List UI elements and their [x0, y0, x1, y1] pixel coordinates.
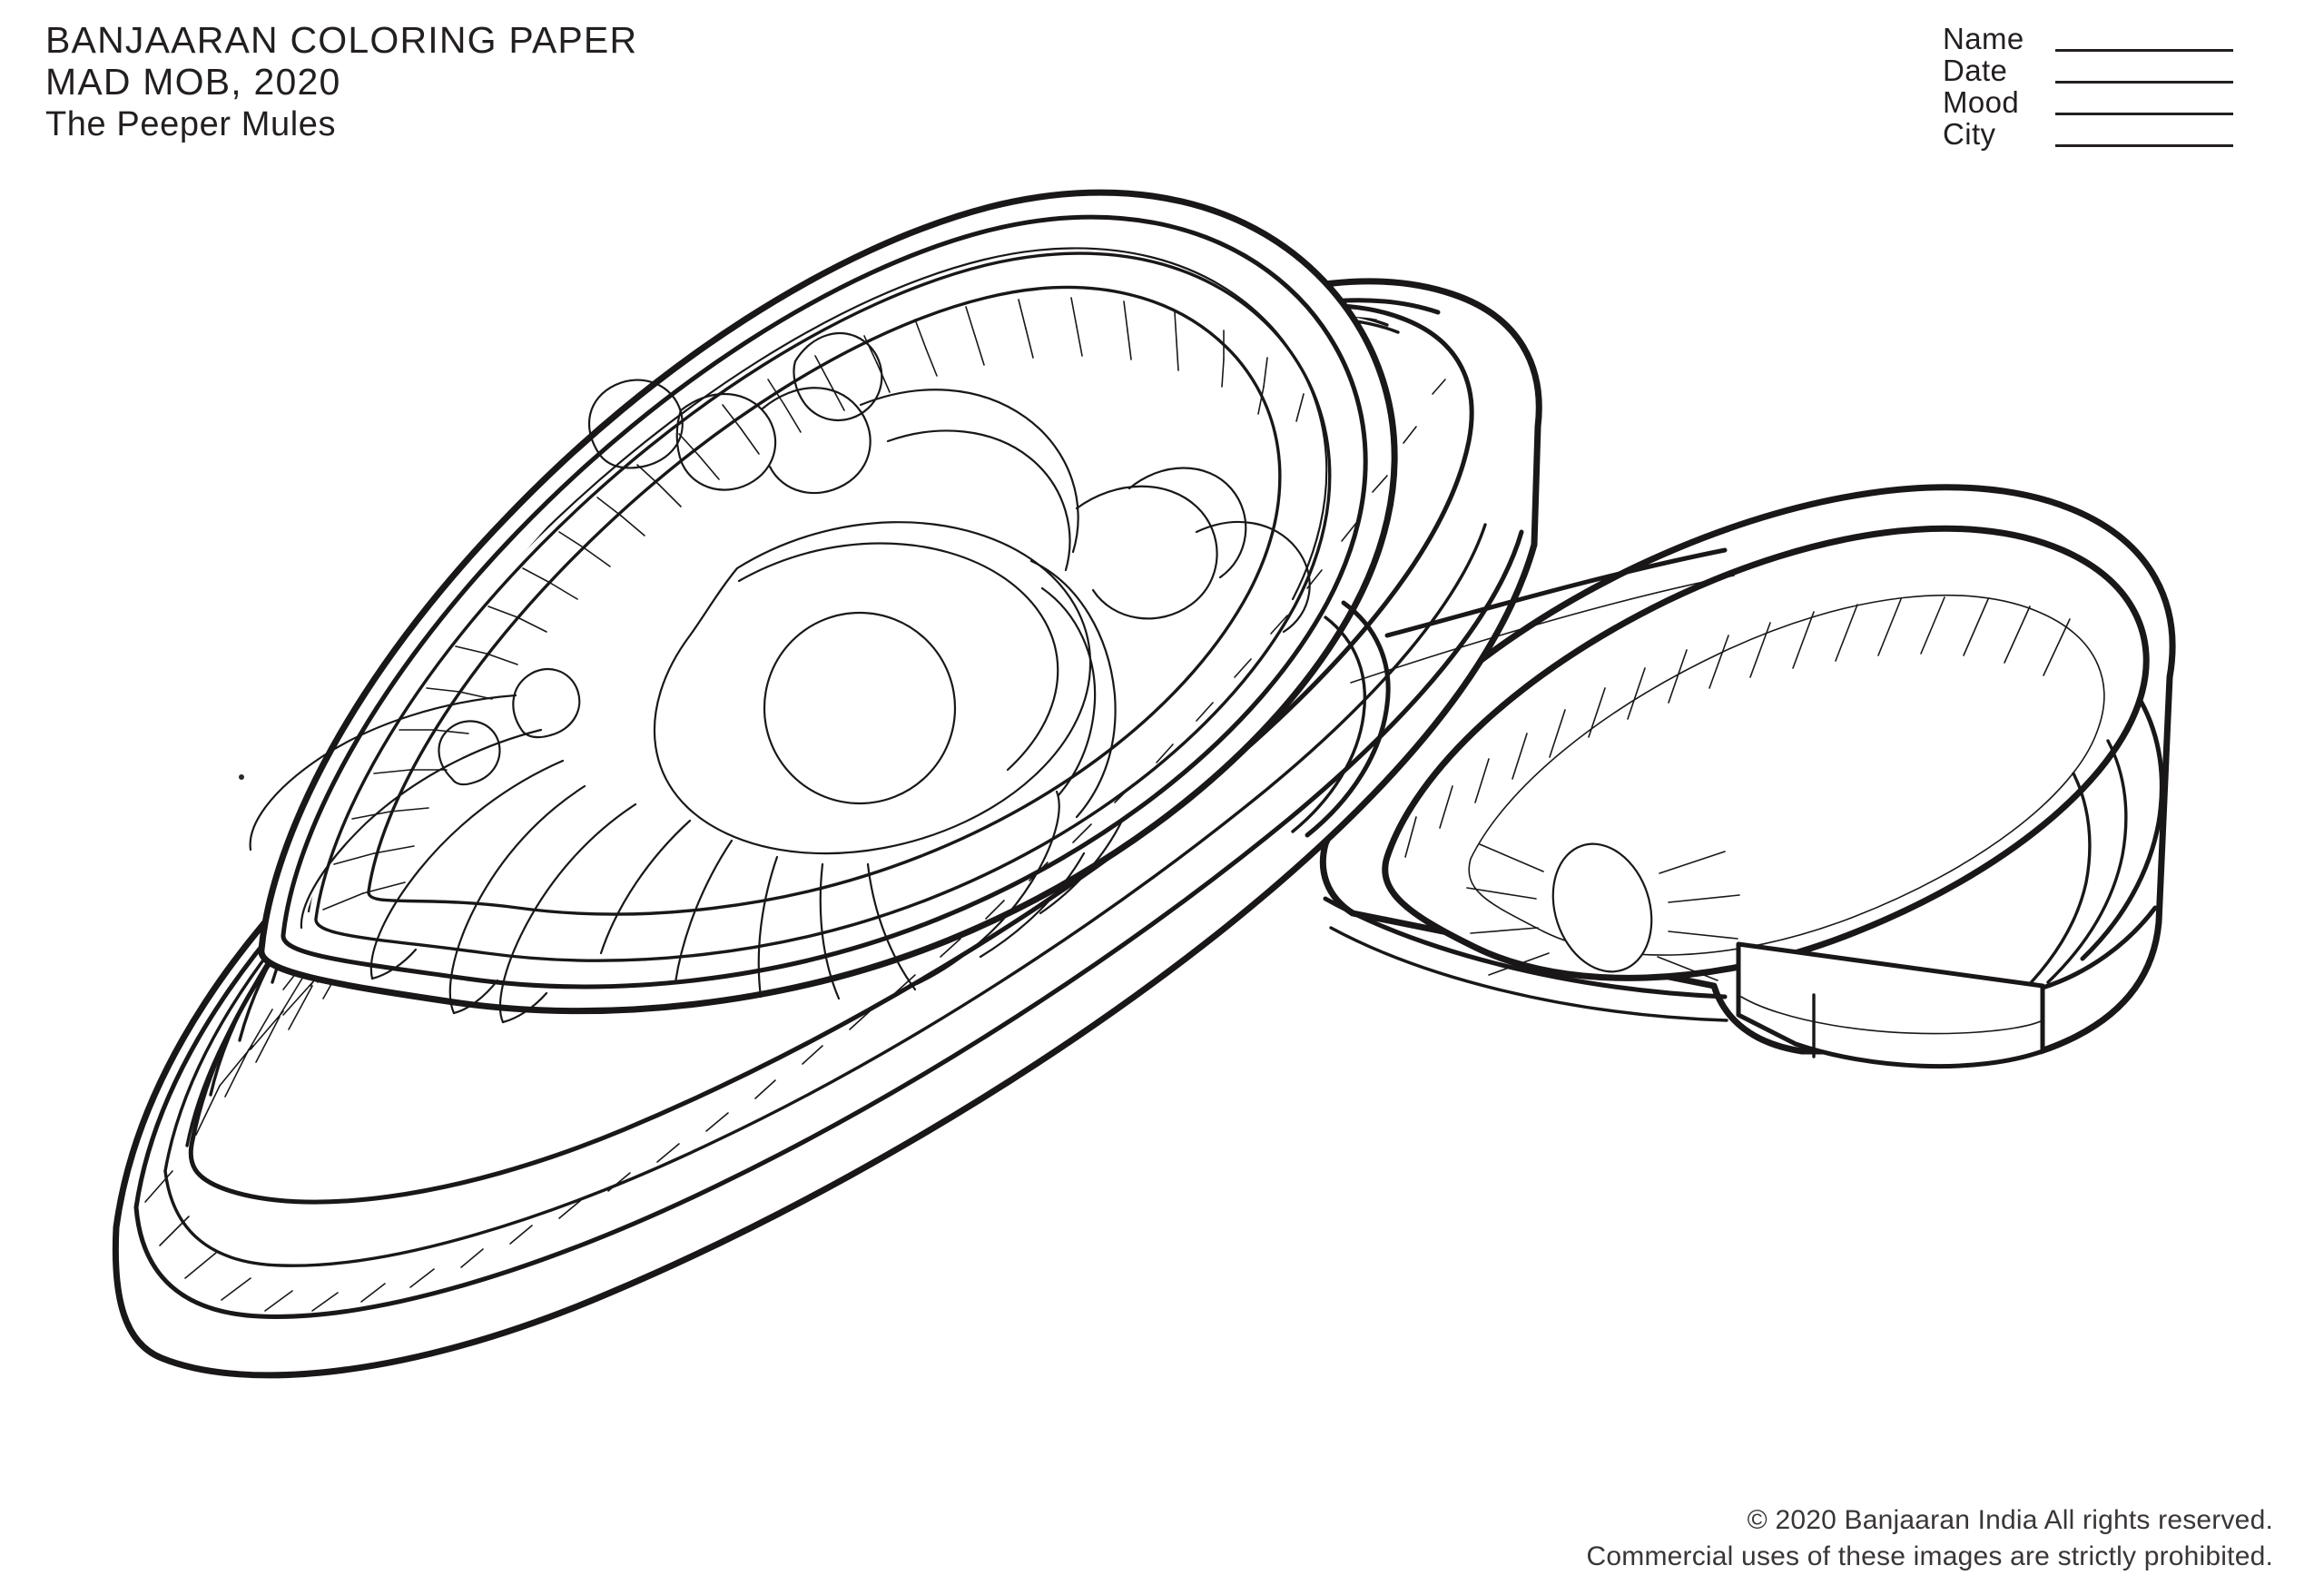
label-name: Name: [1943, 22, 2024, 55]
eye-outer-almond: [653, 521, 1092, 855]
front-mule-outer-sole: [112, 278, 1542, 1379]
arch-oval-rays: [1466, 843, 1740, 981]
woven-ticks-band-1: [195, 524, 1350, 1136]
arch-oval-medallion: [1466, 842, 1740, 981]
front-sole-welt-line-1b: [133, 529, 1524, 1319]
vamp-hatch-ticks-inner: [362, 326, 1265, 894]
band-separators: [185, 316, 1400, 1147]
woven-ticks-band-2: [219, 540, 1319, 1087]
stray-speck: [239, 774, 244, 780]
rear-sole-edge-2: [2046, 739, 2128, 984]
rear-hatch-ticks: [1404, 596, 2071, 858]
form-row-date: Date: [1943, 55, 2233, 85]
write-in-line-mood[interactable]: [2055, 113, 2233, 115]
copyright-footer: © 2020 Banjaaran India All rights reserv…: [1587, 1502, 2274, 1575]
label-mood: Mood: [1943, 85, 2020, 119]
rear-mule-hatch-band: [1404, 596, 2071, 858]
rear-mule-footbed: [1468, 594, 2105, 956]
woven-ticks-band-7: [422, 339, 1221, 789]
woven-ticks-band-6: [368, 413, 1275, 854]
vamp-binding-inner: [314, 251, 1332, 962]
floral-petal-motif: [249, 331, 1311, 1024]
write-in-line-date[interactable]: [2055, 81, 2233, 84]
block-heel: [1736, 941, 2045, 1069]
rear-mule-collar: [1382, 525, 2150, 981]
write-in-line-name[interactable]: [2055, 49, 2233, 52]
vamp-back-edge-inner: [1291, 615, 1367, 833]
woven-ticks-band-5: [322, 442, 1297, 920]
rear-mule: [1319, 484, 2176, 1069]
eye-lid-line: [737, 542, 1059, 772]
peeper-eye-motif: [653, 521, 1117, 855]
rear-sole-edge-3: [2012, 772, 2092, 1002]
front-welt-hatch: [144, 379, 1446, 1312]
vamp-band-mid-arc: [307, 247, 1328, 913]
woven-ticks-band-3: [246, 522, 1301, 1054]
front-mule-body: [188, 303, 1474, 1205]
form-row-city: City: [1943, 119, 2233, 149]
welt-ticks: [144, 379, 1446, 1312]
vamp-back-edge: [1305, 600, 1391, 838]
title-line-brand: BANJAARAN COLORING PAPER: [45, 19, 638, 61]
form-row-mood: Mood: [1943, 87, 2233, 117]
eye-iris: [763, 611, 957, 805]
write-in-line-city[interactable]: [2055, 144, 2233, 147]
front-body-woven-bands: [185, 316, 1400, 1147]
vamp-woven-band: [307, 247, 1328, 913]
vamp-binding-outer: [281, 214, 1368, 989]
rear-sole-underline-2: [1329, 926, 1728, 1022]
vamp-hatch-ticks-outer: [322, 297, 1305, 911]
label-date: Date: [1943, 54, 2008, 87]
heel-outer-edge: [2040, 905, 2158, 990]
rear-sole-edge-1: [2080, 698, 2164, 961]
topline-bridge: [1384, 547, 1728, 638]
front-sole-welt-line-2: [163, 313, 1420, 1173]
copyright-line: © 2020 Banjaaran India All rights reserv…: [1747, 1504, 2273, 1535]
title-line-collection: MAD MOB, 2020: [45, 60, 341, 103]
title-line-subject: The Peeper Mules: [45, 104, 337, 143]
front-sole-welt-line-2b: [163, 523, 1487, 1267]
topline-bridge-inner: [1350, 575, 1735, 684]
form-row-name: Name: [1943, 24, 2233, 54]
page-title: BANJAARAN COLORING PAPER MAD MOB, 2020 T…: [45, 19, 638, 143]
rear-mule-sole-stack: [1319, 484, 2176, 1055]
rear-sole-underline-1: [1323, 896, 1728, 999]
usage-restriction-line: Commercial uses of these images are stri…: [1586, 1541, 2273, 1571]
vamp-panel-border: [367, 285, 1282, 916]
front-mule: [112, 189, 1740, 1379]
eye-tail-inner: [1040, 586, 1097, 797]
arch-oval: [1551, 842, 1653, 973]
front-sole-welt-line-1: [133, 298, 1441, 1210]
label-city: City: [1943, 117, 1996, 151]
eye-tail: [1029, 559, 1117, 819]
woven-ticks-band-4: [282, 504, 1312, 990]
info-form: Name Date Mood City: [1943, 24, 2233, 151]
front-mule-vamp: [258, 189, 1398, 1015]
heel-bottom-inner-line: [1740, 996, 2043, 1035]
